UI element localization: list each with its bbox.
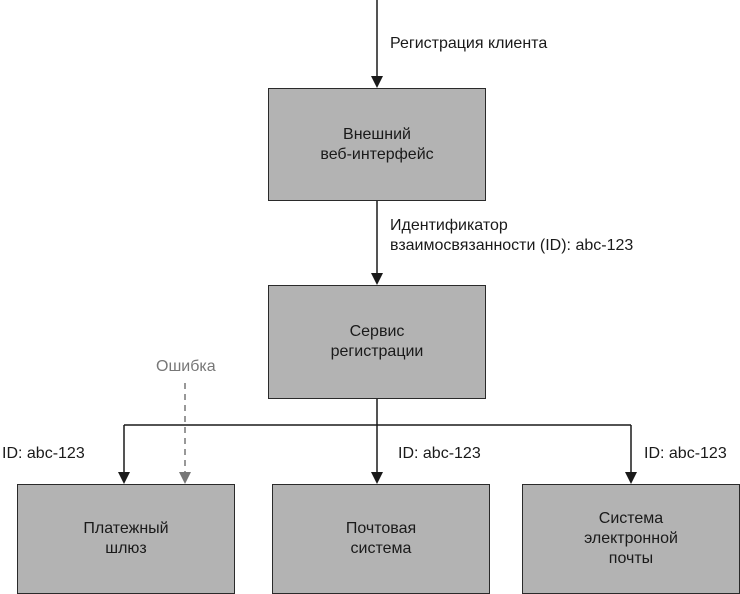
node-registration-label: Сервис регистрации bbox=[330, 323, 424, 360]
label-email-id: ID: abc-123 bbox=[644, 445, 727, 462]
arrowhead bbox=[371, 472, 383, 484]
node-payment-gateway: Платежный шлюз bbox=[17, 484, 235, 594]
edge-registration-fanout bbox=[118, 399, 637, 484]
node-email-system: Система электронной почты bbox=[522, 484, 740, 594]
node-mail-label: Почтовая система bbox=[345, 520, 417, 557]
label-client-registration: Регистрация клиента bbox=[390, 35, 548, 52]
node-frontend-label: Внешний веб-интерфейс bbox=[320, 125, 434, 163]
edge-frontend-to-registration bbox=[371, 201, 383, 285]
node-payment-label: Платежный шлюз bbox=[83, 520, 169, 557]
edge-client-registration bbox=[371, 0, 383, 88]
arrowhead bbox=[371, 76, 383, 88]
arrowhead bbox=[371, 273, 383, 285]
node-frontend: Внешний веб-интерфейс bbox=[268, 88, 486, 201]
label-error: Ошибка bbox=[156, 358, 216, 375]
label-mail-id: ID: abc-123 bbox=[398, 445, 481, 462]
edge-error bbox=[179, 383, 191, 484]
arrowhead bbox=[118, 472, 130, 484]
node-mail-system: Почтовая система bbox=[272, 484, 490, 594]
label-payment-id: ID: abc-123 bbox=[2, 445, 85, 462]
label-correlation-id: Идентификатор взаимосвязанности (ID): ab… bbox=[390, 217, 634, 254]
node-registration-service: Сервис регистрации bbox=[268, 285, 486, 399]
node-email-label: Система электронной почты bbox=[584, 510, 678, 567]
arrowhead bbox=[625, 472, 637, 484]
arrowhead bbox=[179, 472, 191, 484]
